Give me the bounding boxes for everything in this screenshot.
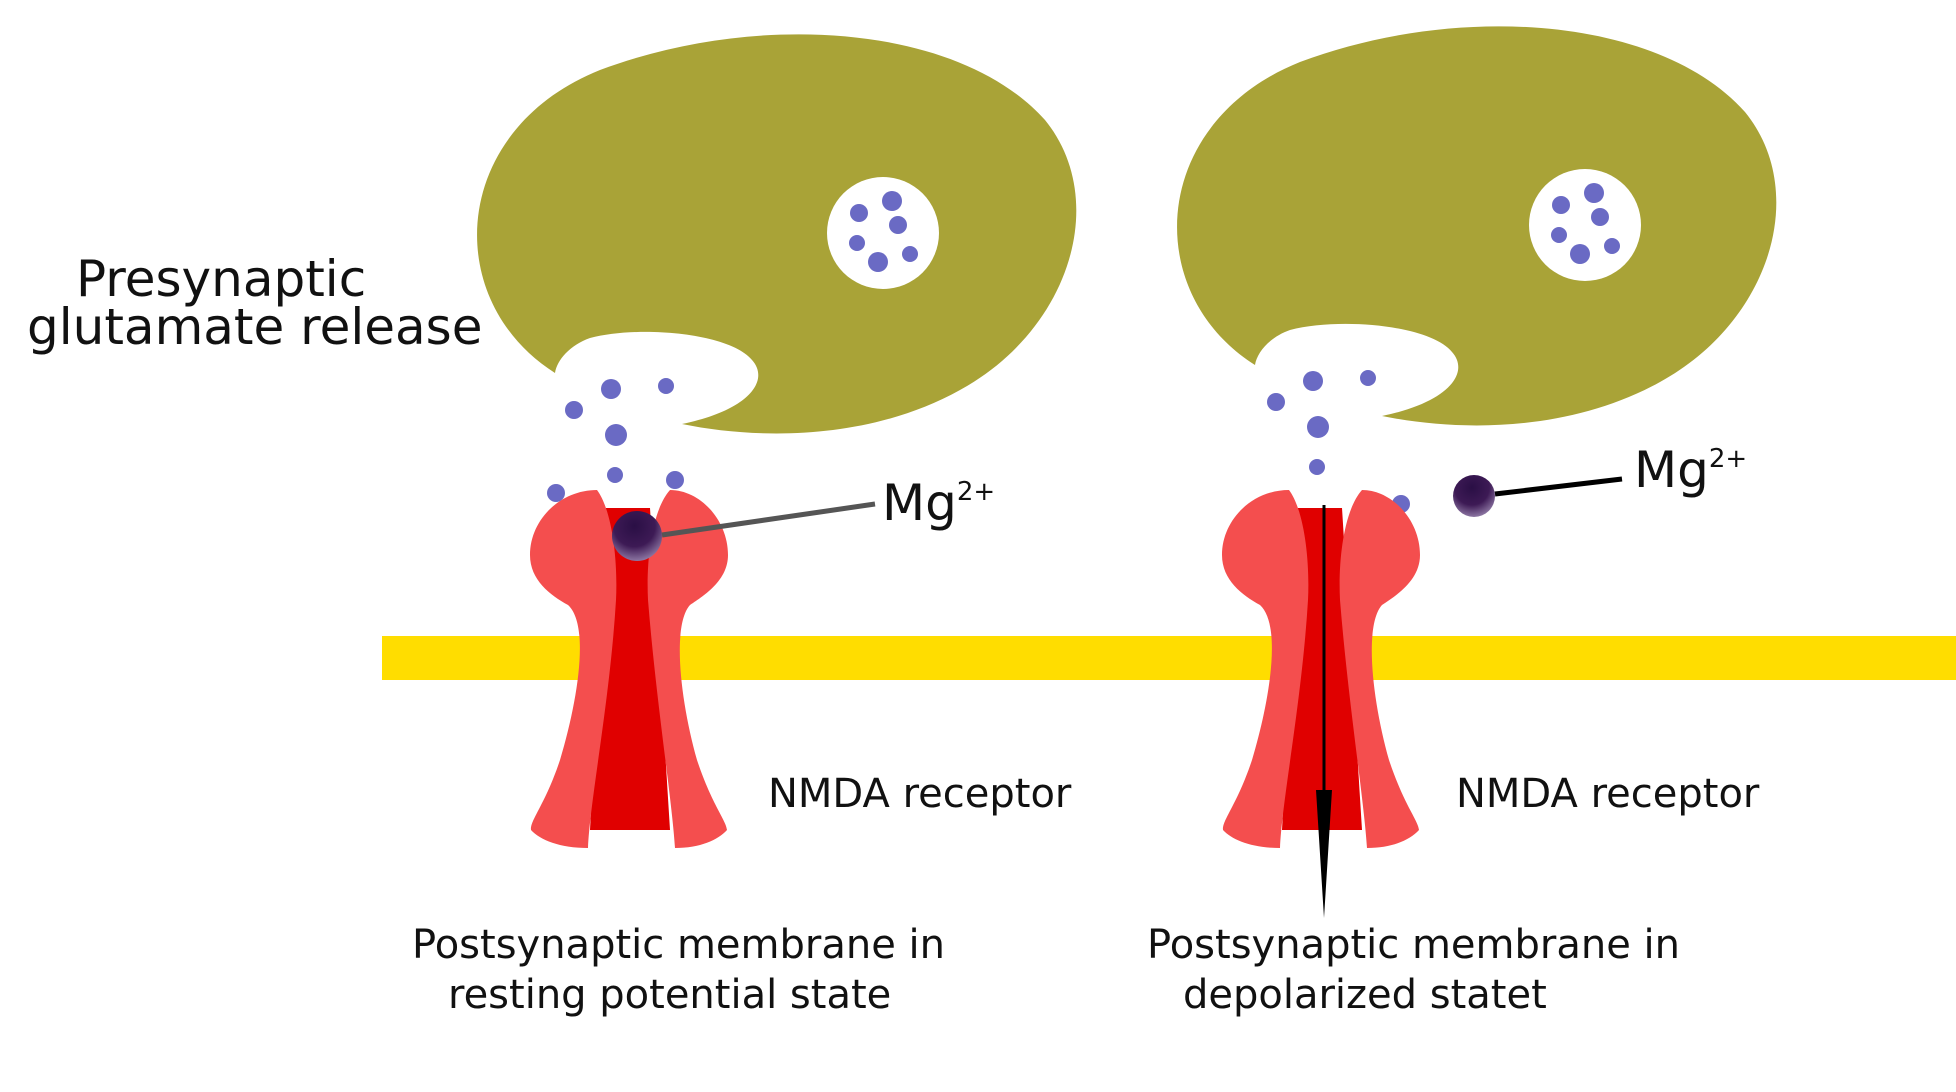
released-glutamate (547, 378, 684, 502)
receptor-subunit-right (1339, 490, 1420, 848)
synaptic-vesicle (827, 177, 939, 289)
receptor-label: NMDA receptor (768, 771, 1072, 817)
ion-flow-arrow-head (1316, 790, 1332, 918)
vesicle-glutamate (1551, 183, 1620, 264)
mg-ion-released (1453, 475, 1495, 517)
caption-line-2: depolarized statet (1183, 972, 1547, 1018)
mg-pointer-line (661, 501, 876, 538)
mg-pointer-line (1494, 476, 1623, 497)
mg-ion-label: Mg2+ (1634, 441, 1747, 499)
nmda-receptor (530, 490, 728, 848)
receptor-subunit-right (647, 490, 728, 848)
caption-line-1: Postsynaptic membrane in (412, 922, 945, 968)
caption-line-2: resting potential state (448, 972, 891, 1018)
receptor-subunit-left (530, 490, 617, 848)
synaptic-vesicle (1529, 169, 1641, 281)
receptor-subunit-left (1222, 490, 1309, 848)
presynaptic-terminal (477, 34, 1077, 434)
released-glutamate (1267, 370, 1410, 513)
caption-line-1: Postsynaptic membrane in (1147, 922, 1680, 968)
receptor-label: NMDA receptor (1456, 771, 1760, 817)
diagram-title-line-1: Presynaptic (76, 250, 366, 308)
mg-ion-blocking (612, 511, 662, 561)
panel-depolarized: Mg2+ NMDA receptor Postsynaptic membrane… (1147, 26, 1777, 1018)
nmda-receptor (1222, 490, 1420, 848)
mg-ion-label: Mg2+ (882, 474, 995, 532)
presynaptic-terminal (1177, 26, 1777, 426)
vesicle-glutamate (849, 191, 918, 272)
panel-resting: Mg2+ NMDA receptor Postsynaptic membrane… (412, 34, 1077, 1018)
diagram-title-line-2: glutamate release (27, 298, 483, 356)
